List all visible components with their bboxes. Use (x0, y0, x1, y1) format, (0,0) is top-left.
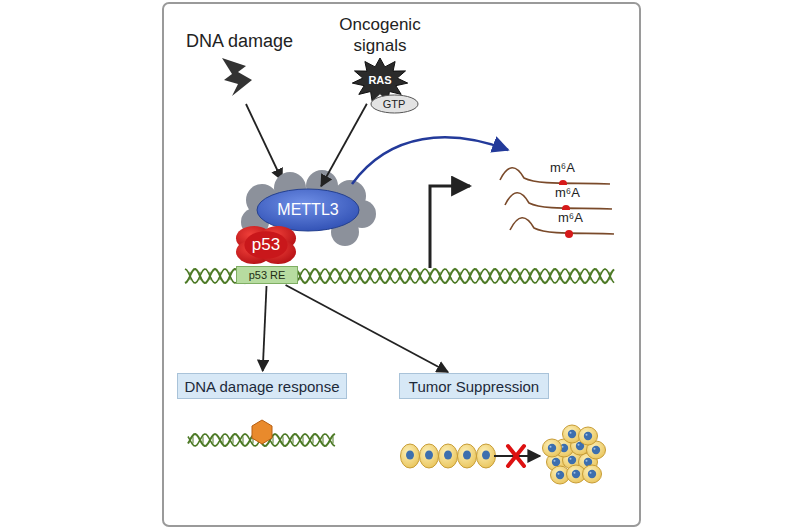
node-text: p53 RE (249, 269, 286, 281)
modification-label: m⁶A (548, 160, 577, 176)
connector-arrow (263, 286, 267, 371)
outcome-box: Tumor Suppression (399, 373, 549, 399)
dna-helix (185, 269, 614, 283)
node-text: METTL3 (277, 201, 338, 219)
block-x (508, 446, 524, 466)
mrna (500, 168, 614, 234)
outcome-box: DNA damage response (177, 373, 347, 399)
node-text: GTP (383, 98, 406, 110)
arrow (246, 104, 282, 180)
stimulus-label: DNA damage (186, 30, 293, 53)
modification-label: m⁶A (556, 210, 585, 226)
stimulus-label: Oncogenic signals (326, 14, 434, 57)
connector-arrow (321, 104, 367, 187)
node-text: p53 (252, 235, 280, 255)
lightning-bolt (222, 58, 252, 96)
protein-shape: GTP (370, 94, 419, 114)
connector-arrow (286, 285, 448, 372)
node-text: Tumor Suppression (409, 378, 539, 395)
tumor-cluster (543, 425, 606, 484)
node-text: DNA damage response (184, 378, 339, 395)
methylation-arrow (352, 137, 508, 184)
modification-label: m⁶A (553, 185, 582, 201)
protein-shape: METTL3 (256, 188, 360, 232)
normal-cells (401, 444, 496, 468)
protein-shape: p53 (236, 226, 296, 264)
frame (163, 3, 640, 526)
transcription-arrow (430, 186, 470, 268)
response-element: p53 RE (236, 266, 298, 284)
dna-lesion (252, 420, 272, 444)
node-text: RAS (368, 74, 391, 86)
